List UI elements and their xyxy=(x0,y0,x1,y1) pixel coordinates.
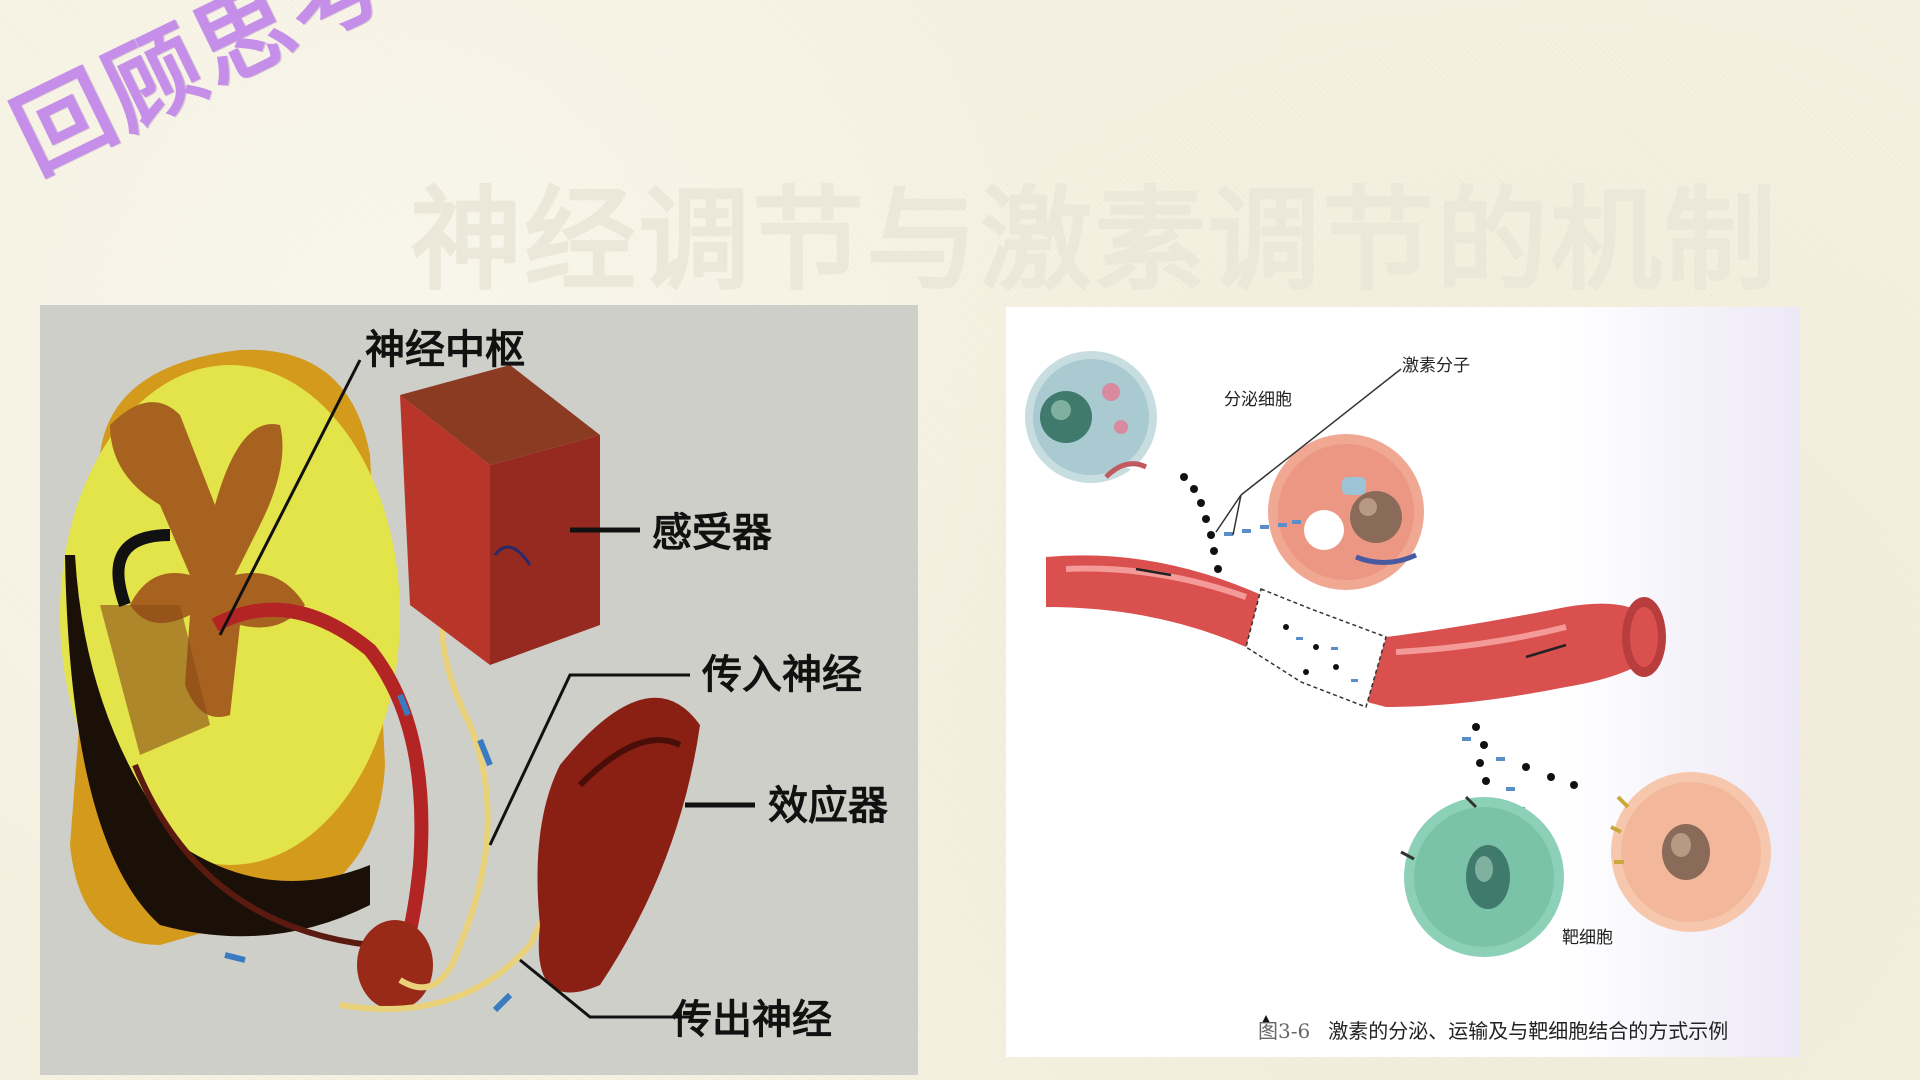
label-hormone-molecule: 激素分子 xyxy=(1402,356,1470,376)
hormone-transport-illustration xyxy=(1025,351,1771,1023)
label-receptor: 感受器 xyxy=(652,509,772,556)
label-efferent-nerve: 传出神经 xyxy=(672,996,832,1043)
slide-title: 神经调节与激素调节的机制 xyxy=(410,176,1778,306)
figure-caption: 图3-6 激素的分泌、运输及与靶细胞结合的方式示例 xyxy=(1258,1015,1728,1044)
label-secretory-cell: 分泌细胞 xyxy=(1224,390,1292,410)
label-effector: 效应器 xyxy=(768,782,888,829)
label-afferent-nerve: 传入神经 xyxy=(702,651,862,698)
reflex-arc-figure: 神经中枢 感受器 传入神经 效应器 传出神经 xyxy=(40,305,918,1075)
caption-number: 图3-6 xyxy=(1258,1019,1311,1043)
reflex-arc-illustration xyxy=(60,349,755,1019)
caption-text: 激素的分泌、运输及与靶细胞结合的方式示例 xyxy=(1328,1019,1729,1043)
label-nerve-center: 神经中枢 xyxy=(365,326,525,373)
hormone-transport-figure: 分泌细胞 激素分子 靶细胞 图3-6 激素的分泌、运输及与靶细胞结合的方式示例 xyxy=(1006,307,1800,1057)
label-target-cell: 靶细胞 xyxy=(1562,928,1613,948)
